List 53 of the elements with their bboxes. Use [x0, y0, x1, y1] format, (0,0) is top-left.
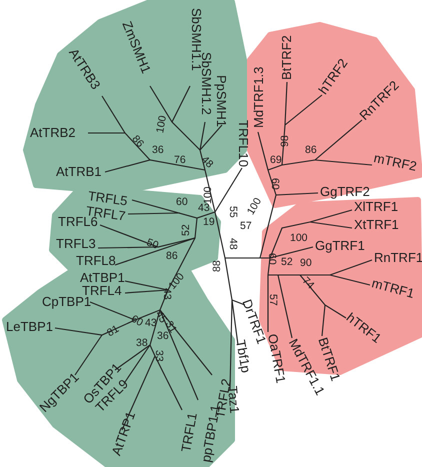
bootstrap-value: 74 — [300, 274, 316, 292]
taxon-label: GgTRF1 — [315, 240, 365, 252]
bootstrap-value: 60 — [269, 178, 281, 190]
taxon-label: TRFL5 — [87, 190, 128, 208]
bootstrap-value: 36 — [157, 330, 169, 342]
taxon-label: XlTRF1 — [354, 201, 398, 213]
bootstrap-value: 100 — [154, 114, 169, 134]
bootstrap-value: 90 — [300, 257, 312, 269]
bootstrap-value: 48 — [227, 238, 239, 250]
bootstrap-value: 86 — [305, 144, 317, 156]
bootstrap-value: 36 — [152, 144, 164, 156]
taxon-label: TRFL10 — [237, 120, 249, 167]
bootstrap-value: 55 — [227, 206, 239, 218]
taxon-label: AtTBP1 — [80, 272, 125, 284]
taxon-label: AtTRB1 — [56, 166, 102, 178]
taxon-label: TRFL3 — [56, 238, 96, 250]
bootstrap-value: 100 — [202, 186, 214, 204]
bootstrap-value: 60 — [176, 196, 188, 208]
bootstrap-value: 57 — [240, 220, 252, 232]
bootstrap-value: 43 — [145, 317, 157, 329]
taxon-label: mTRF1 — [370, 277, 416, 300]
taxon-label: LeTBP1 — [6, 321, 53, 333]
bootstrap-value: 19 — [203, 216, 215, 228]
taxon-label: TRFL4 — [82, 285, 122, 297]
bootstrap-value: 86 — [166, 250, 178, 262]
taxon-label: TRFL8 — [76, 255, 116, 267]
taxon-label: CpTBP1 — [42, 296, 92, 308]
taxon-label: TRFL1 — [180, 412, 199, 454]
bootstrap-value: 52 — [180, 224, 192, 236]
bootstrap-value: 100 — [290, 232, 308, 244]
bootstrap-value: 48 — [198, 154, 216, 170]
taxon-label: PpSMH1 — [215, 75, 227, 128]
taxon-label: GgTRF2 — [320, 186, 370, 198]
bootstrap-value: 100 — [244, 196, 264, 217]
bootstrap-value: 88 — [211, 260, 223, 272]
taxon-label: mTRF2 — [372, 152, 418, 173]
bootstrap-value: 69 — [270, 154, 282, 166]
bootstrap-value: 81 — [105, 322, 122, 340]
taxon-label: MdTRF1.3 — [253, 66, 265, 128]
bootstrap-value: 43 — [198, 202, 210, 214]
bootstrap-value: 86 — [129, 133, 146, 150]
bootstrap-value: 38 — [136, 337, 148, 349]
bootstrap-value: 57 — [267, 294, 279, 306]
taxon-label: SbSMH1.2 — [200, 52, 212, 115]
bootstrap-value: 76 — [174, 154, 186, 166]
taxon-label: OaTRF1 — [266, 332, 287, 384]
bootstrap-value: 52 — [281, 256, 293, 268]
taxon-label: AtTRB2 — [30, 127, 76, 139]
bootstrap-value: 33 — [153, 350, 165, 362]
bootstrap-value: 60 — [129, 312, 146, 330]
taxon-label: SbSMH1.1 — [190, 8, 202, 71]
taxon-label: BtTRF2 — [281, 35, 293, 80]
taxon-label: XtTRF1 — [354, 219, 399, 231]
